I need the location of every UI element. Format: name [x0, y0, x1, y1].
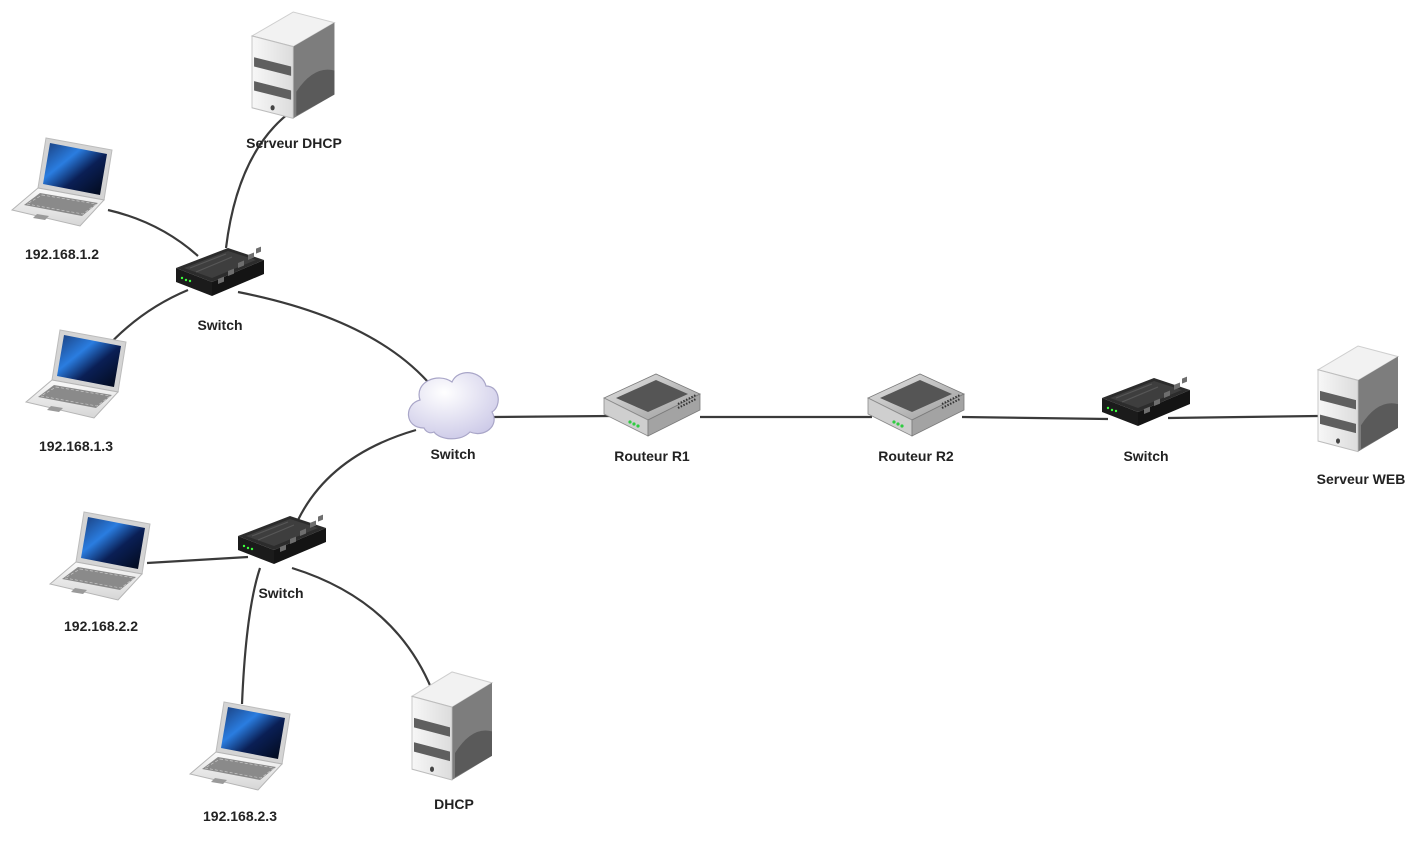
laptop-icon	[49, 511, 151, 601]
router-r2-label: Routeur R2	[878, 448, 954, 464]
router-icon	[603, 373, 701, 437]
server-icon	[1317, 345, 1399, 453]
dhcp-server-bottom-label: DHCP	[434, 796, 474, 812]
laptop-1-2: 192.168.1.2	[11, 137, 113, 262]
router-r1: Routeur R1	[603, 373, 701, 464]
laptop-2-2-label: 192.168.2.2	[64, 618, 138, 634]
switch-top-label: Switch	[197, 317, 242, 333]
cloud: Switch	[407, 372, 499, 462]
cloud-label: Switch	[430, 446, 475, 462]
switch-top: Switch	[175, 246, 265, 333]
link-r2-switch-right	[961, 415, 1109, 421]
link-pc12-switch	[107, 208, 199, 257]
laptop-1-3-label: 192.168.1.3	[39, 438, 113, 454]
web-server: Serveur WEB	[1317, 345, 1406, 487]
server-icon	[411, 671, 493, 781]
switch-bottom: Switch	[237, 514, 327, 601]
laptop-icon	[189, 701, 291, 791]
web-server-label: Serveur WEB	[1317, 471, 1406, 487]
link-cloud-r1	[493, 414, 611, 419]
router-r2: Routeur R2	[867, 373, 965, 464]
switch-right-label: Switch	[1123, 448, 1168, 464]
link-cloud-switch-bottom	[297, 428, 417, 521]
cloud-icon	[407, 372, 499, 440]
link-pc22-switch	[146, 555, 249, 565]
laptop-2-2: 192.168.2.2	[49, 511, 151, 634]
laptop-icon	[11, 137, 113, 227]
laptop-icon	[25, 329, 127, 419]
dhcp-server-top: Serveur DHCP	[246, 11, 342, 151]
link-dhcp-top-switch	[224, 109, 294, 249]
laptop-1-2-label: 192.168.1.2	[25, 246, 99, 262]
link-switch-right-web	[1167, 414, 1319, 420]
router-icon	[867, 373, 965, 437]
switch-bottom-label: Switch	[258, 585, 303, 601]
laptop-1-3: 192.168.1.3	[25, 329, 127, 454]
router-r1-label: Routeur R1	[614, 448, 690, 464]
laptop-2-3: 192.168.2.3	[189, 701, 291, 824]
switch-icon	[237, 514, 327, 565]
dhcp-server-top-label: Serveur DHCP	[246, 135, 342, 151]
switch-icon	[175, 246, 265, 297]
dhcp-server-bottom: DHCP	[411, 671, 493, 812]
laptop-2-3-label: 192.168.2.3	[203, 808, 277, 824]
server-icon	[251, 11, 336, 120]
link-switch-top-cloud	[237, 290, 429, 383]
link-switch-dhcp-bottom	[291, 566, 434, 691]
link-pc23-switch	[240, 567, 262, 705]
switch-right: Switch	[1101, 376, 1191, 464]
